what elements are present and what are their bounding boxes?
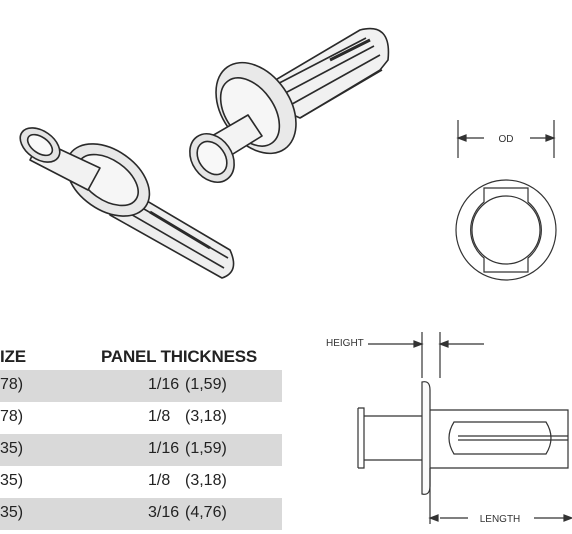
rivet-lower-illustration xyxy=(19,127,235,279)
panel-fraction-cell: 3/16 xyxy=(148,504,180,521)
od-outer-circle xyxy=(455,179,557,281)
size-cell: 78) xyxy=(0,408,24,425)
panel-mm-cell: (1,59) xyxy=(185,440,227,457)
product-photo xyxy=(19,27,390,279)
od-label: OD xyxy=(499,134,514,145)
panel-fraction-cell: 1/16 xyxy=(148,376,180,393)
table-row: 78) 1/16 (1,59) xyxy=(0,370,282,402)
specification-table: 78) 1/16 (1,59) 78) 1/8 (3,18) 35) 1/16 … xyxy=(0,370,282,530)
panel-thickness-column-header: PANEL THICKNESS xyxy=(101,347,258,366)
length-label: LENGTH xyxy=(480,514,521,525)
table-row: 78) 1/8 (3,18) xyxy=(0,402,282,434)
table-row: 35) 1/8 (3,18) xyxy=(0,466,282,498)
od-inner-circle xyxy=(471,195,541,265)
panel-fraction-cell: 1/8 xyxy=(148,472,171,489)
od-end-view-drawing: OD xyxy=(455,120,557,281)
table-row: 35) 1/16 (1,59) xyxy=(0,434,282,466)
height-label: HEIGHT xyxy=(326,338,364,349)
panel-mm-cell: (3,18) xyxy=(185,472,227,489)
side-view-drawing: HEIGHT LENGTH xyxy=(326,332,572,525)
panel-mm-cell: (3,18) xyxy=(185,408,227,425)
panel-mm-cell: (1,59) xyxy=(185,376,227,393)
size-column-header: IZE xyxy=(0,347,26,366)
panel-mm-cell: (4,76) xyxy=(185,504,227,521)
table-row: 35) 3/16 (4,76) xyxy=(0,498,282,530)
panel-fraction-cell: 1/16 xyxy=(148,440,180,457)
size-cell: 78) xyxy=(0,376,24,393)
size-cell: 35) xyxy=(0,472,24,489)
size-cell: 35) xyxy=(0,504,24,521)
rivet-upper-illustration xyxy=(189,27,390,183)
panel-fraction-cell: 1/8 xyxy=(148,408,171,425)
size-cell: 35) xyxy=(0,440,24,457)
